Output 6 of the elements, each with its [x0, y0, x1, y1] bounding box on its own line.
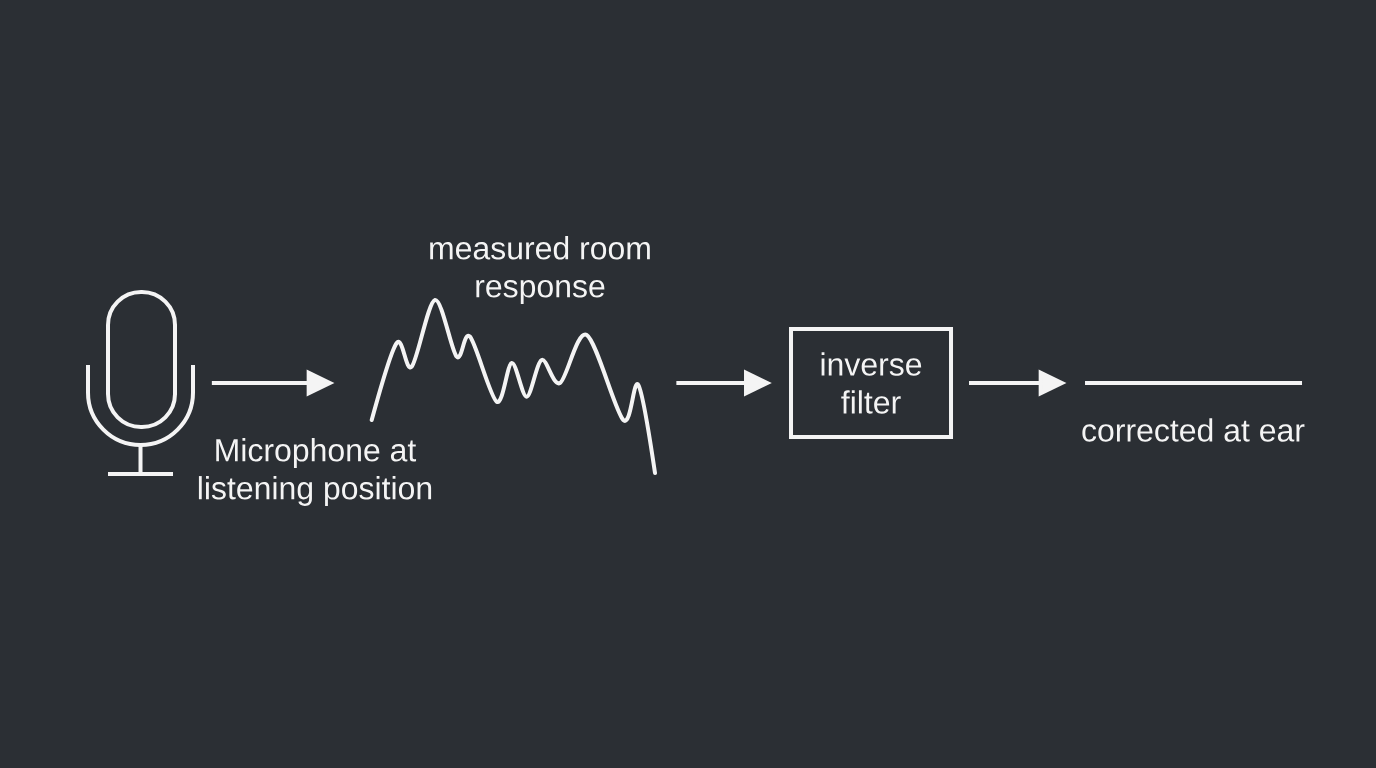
microphone-icon	[86, 290, 195, 476]
node-label: measured room response	[430, 236, 650, 304]
node-label: corrected at ear	[1082, 418, 1305, 442]
process-box: inverse filter	[789, 327, 953, 439]
flat-line	[1085, 381, 1302, 385]
node-label: Microphone at listening position	[198, 438, 432, 506]
